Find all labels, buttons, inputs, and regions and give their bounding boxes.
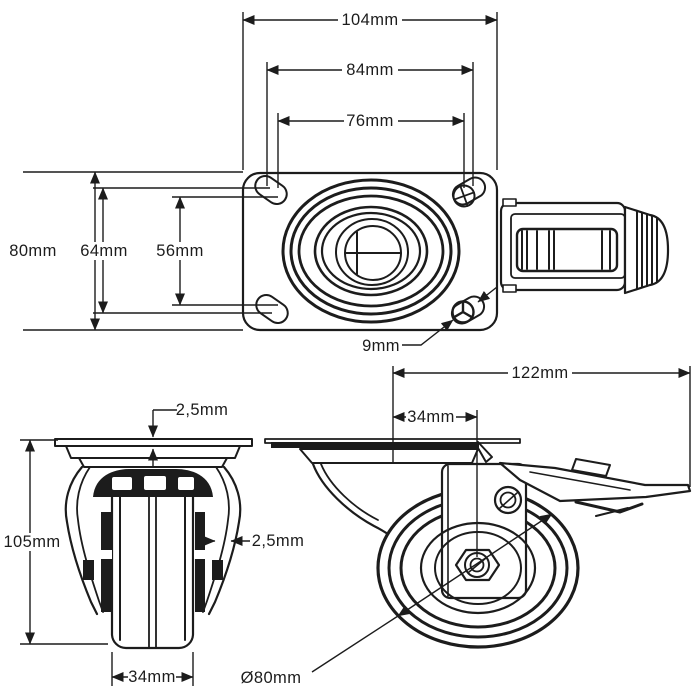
screw-head-y (451, 300, 475, 324)
dim-56mm: 56mm (155, 196, 278, 306)
pedal-ridges (636, 210, 658, 290)
swivel-housing (299, 448, 479, 464)
label-hole-spacing-vertical-inner: 56mm (156, 242, 203, 260)
front-view: 105mm 2,5mm 2,5mm 34mm (3, 401, 304, 686)
label-wheel-diameter: Ø80mm (241, 669, 302, 687)
label-hole-spacing-inner: 76mm (346, 112, 393, 130)
dim-105mm: 105mm (3, 439, 108, 645)
label-plate-width: 104mm (341, 11, 398, 29)
mounting-plate-front-view (54, 438, 253, 447)
label-hole-diameter: 9mm (362, 337, 400, 355)
dim-34mm-front: 34mm (111, 652, 194, 686)
dim-84mm: 84mm (266, 61, 474, 186)
wheel-top-view (499, 198, 670, 295)
tread-band (93, 469, 213, 497)
label-plate-height: 80mm (9, 242, 56, 260)
fork-front-view (64, 465, 242, 616)
label-plate-thickness: 2,5mm (176, 401, 228, 419)
label-hole-spacing-outer: 84mm (346, 61, 393, 79)
label-total-length: 122mm (511, 364, 568, 382)
screw-head-cross (452, 184, 476, 208)
label-hole-spacing-vertical-outer: 64mm (80, 242, 127, 260)
label-total-height: 105mm (3, 533, 60, 551)
swivel-bolt (493, 485, 523, 515)
swivel-raceway-rings (281, 178, 461, 324)
dim-wheel-diameter: Ø80mm (241, 513, 553, 687)
dim-64mm: 64mm (79, 187, 272, 314)
side-view: 122mm 34mm Ø80mm (241, 364, 692, 687)
dim-122mm: 122mm (392, 364, 691, 487)
brake-pedal-side-view (498, 458, 692, 517)
dim-76mm: 76mm (277, 112, 465, 188)
dim-104mm: 104mm (242, 11, 498, 170)
tread-stripes (521, 230, 611, 270)
label-swivel-offset: 34mm (407, 408, 454, 426)
dim-fork-thickness: 2,5mm (200, 532, 304, 550)
label-wheel-width: 34mm (128, 668, 175, 686)
dim-34mm-side: 34mm (392, 408, 478, 557)
dim-plate-thickness: 2,5mm (148, 401, 228, 466)
wheel-front-view (110, 480, 195, 650)
dim-9mm-leader: 9mm (362, 286, 498, 355)
dim-80mm: 80mm (8, 171, 243, 331)
top-view: 104mm 84mm 76mm 80mm (8, 11, 670, 355)
label-fork-thickness: 2,5mm (252, 532, 304, 550)
